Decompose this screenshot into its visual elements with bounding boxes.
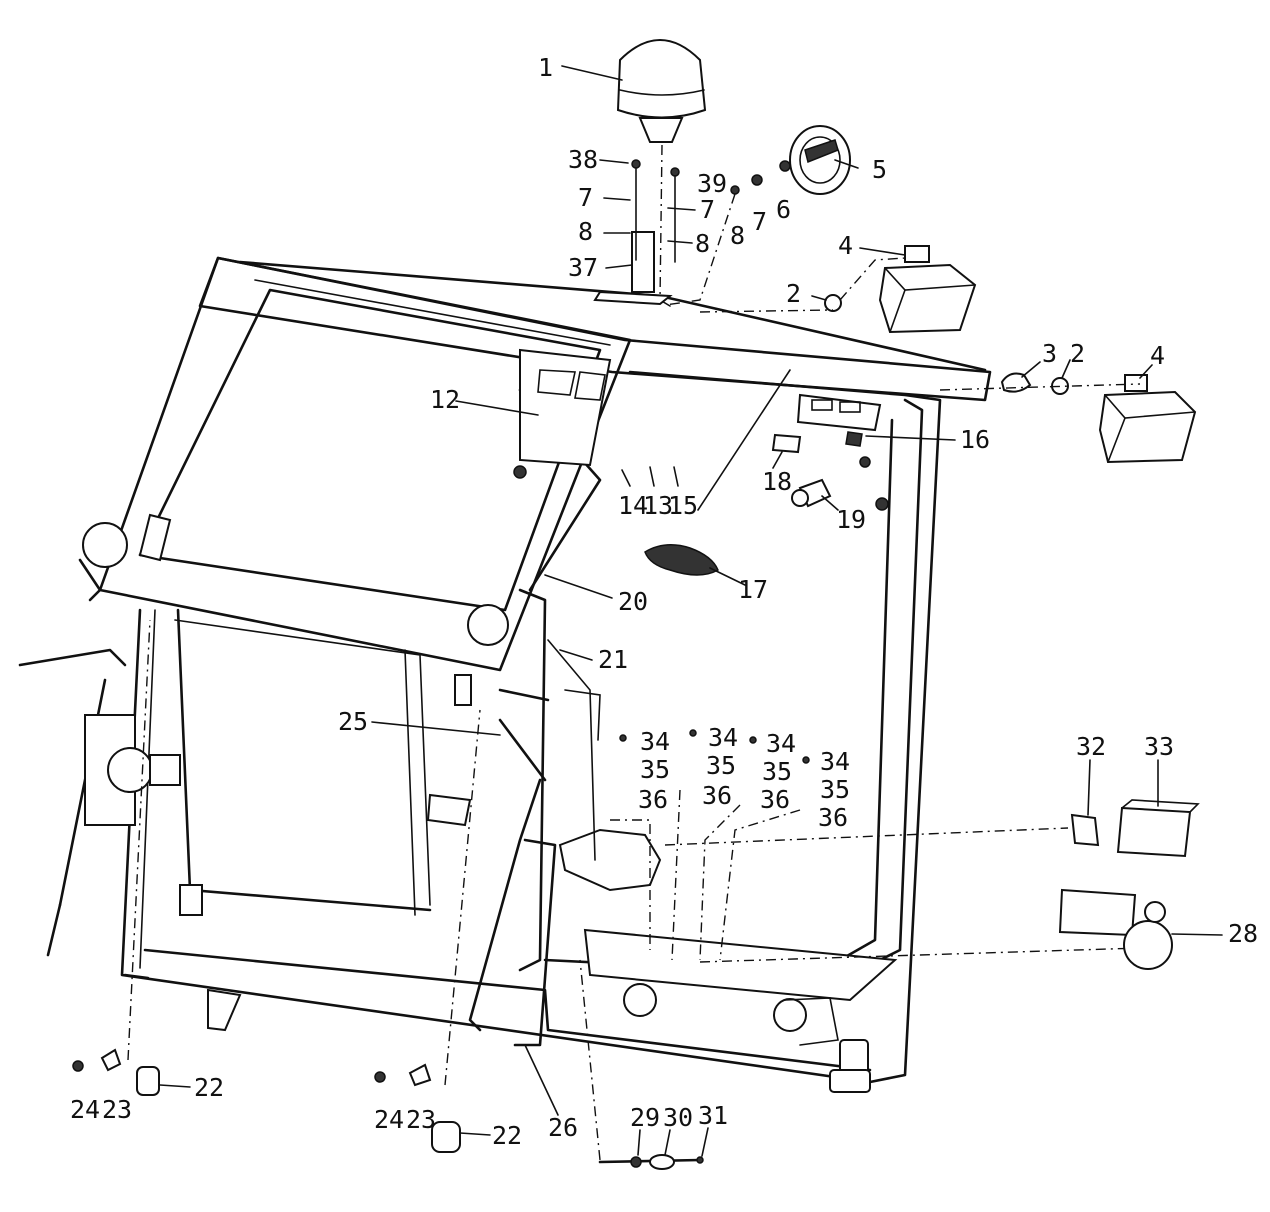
control-panel-16 [771, 393, 889, 511]
callout-8: 8 [730, 221, 745, 250]
callout-18: 18 [762, 467, 792, 496]
front-window-frame [78, 256, 632, 672]
cab-frame [120, 370, 942, 1093]
leader-dashes [127, 619, 1141, 1161]
callout-36: 36 [760, 785, 790, 814]
callout-4: 4 [838, 231, 853, 260]
washer-set-29-31 [598, 1154, 704, 1170]
bolt-stack [631, 159, 680, 263]
gas-strut-left [18, 648, 181, 957]
callout-29: 29 [630, 1103, 660, 1132]
callout-labels: 1 38 39 7 7 7 8 8 8 6 5 37 4 4 2 2 3 12 … [70, 53, 1258, 1150]
callout-22: 22 [194, 1073, 224, 1102]
callout-36: 36 [818, 803, 848, 832]
callout-8: 8 [695, 229, 710, 258]
callout-31: 31 [698, 1101, 728, 1130]
callout-24: 24 [70, 1095, 100, 1124]
socket-28 [1058, 888, 1173, 970]
callout-20: 20 [618, 587, 648, 616]
mount-22-left [72, 1048, 160, 1096]
callout-22: 22 [492, 1121, 522, 1150]
callout-16: 16 [960, 425, 990, 454]
door-hinges [179, 674, 472, 1032]
beacon-lamp [616, 39, 707, 301]
bracket-37 [593, 231, 673, 306]
callout-34: 34 [766, 729, 796, 758]
callout-23: 23 [102, 1095, 132, 1124]
callout-5: 5 [872, 155, 887, 184]
callout-33: 33 [1144, 732, 1174, 761]
callout-37: 37 [568, 253, 598, 282]
callout-32: 32 [1076, 732, 1106, 761]
callout-21: 21 [598, 645, 628, 674]
callout-25: 25 [338, 707, 368, 736]
leader-lines [159, 65, 1223, 1157]
callout-34: 34 [640, 727, 670, 756]
horn-5 [664, 125, 851, 306]
work-lamp-upper [699, 245, 977, 334]
callout-4: 4 [1150, 341, 1165, 370]
callout-35: 35 [640, 755, 670, 784]
callout-34: 34 [820, 747, 850, 776]
callout-2: 2 [1070, 339, 1085, 368]
callout-36: 36 [702, 781, 732, 810]
callout-3: 3 [1042, 339, 1057, 368]
callout-36: 36 [638, 785, 668, 814]
relay-33 [1116, 799, 1200, 858]
callout-34: 34 [708, 723, 738, 752]
callout-7: 7 [700, 195, 715, 224]
callout-35: 35 [820, 775, 850, 804]
callout-7: 7 [578, 183, 593, 212]
callout-6: 6 [776, 195, 791, 224]
callout-15: 15 [668, 491, 698, 520]
callout-8: 8 [578, 217, 593, 246]
mount-22-right [374, 1063, 461, 1153]
panel-12 [513, 348, 612, 479]
callout-26: 26 [548, 1113, 578, 1142]
callout-7: 7 [752, 207, 767, 236]
callout-14: 14 [618, 491, 648, 520]
callout-38: 38 [568, 145, 598, 174]
callout-24: 24 [374, 1105, 404, 1134]
callout-13: 13 [643, 491, 673, 520]
gas-strut-26 [468, 718, 557, 1047]
callout-12: 12 [430, 385, 460, 414]
screw-set-34 [619, 729, 810, 764]
callout-17: 17 [738, 575, 768, 604]
callout-19: 19 [836, 505, 866, 534]
callout-28: 28 [1228, 919, 1258, 948]
callout-39: 39 [697, 169, 727, 198]
callout-30: 30 [663, 1103, 693, 1132]
switch-32 [1070, 813, 1100, 847]
callout-2: 2 [786, 279, 801, 308]
wire-harness-17 [644, 544, 719, 576]
callout-35: 35 [762, 757, 792, 786]
work-lamp-right [939, 372, 1197, 464]
callout-23: 23 [406, 1105, 436, 1134]
callout-35: 35 [706, 751, 736, 780]
callout-1: 1 [538, 53, 553, 82]
